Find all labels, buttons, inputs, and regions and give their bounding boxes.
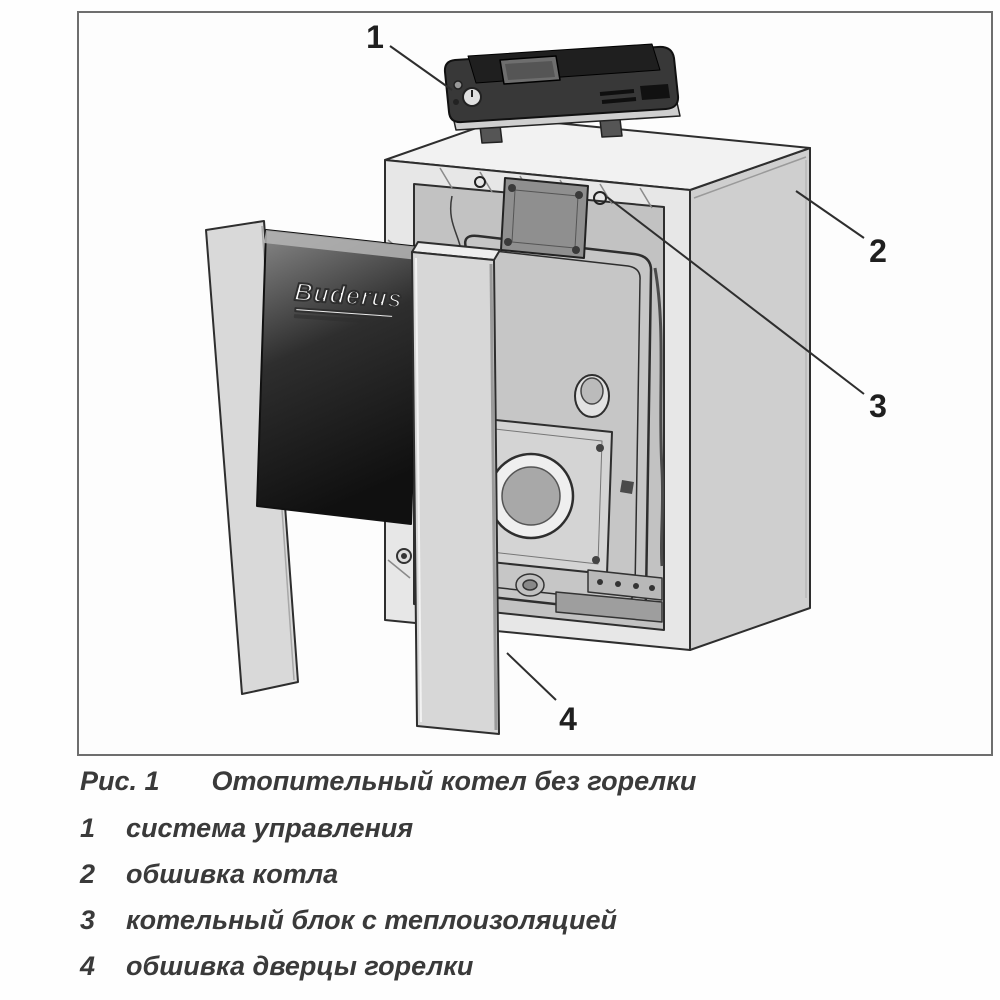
casing-side-panel — [689, 147, 811, 651]
legend-item-1-label: система управления — [126, 813, 414, 843]
callout-3-line — [606, 196, 865, 395]
brand-underline — [294, 307, 395, 319]
eye-bolt — [593, 191, 607, 205]
control-vents — [599, 89, 637, 104]
callout-4: 4 — [506, 652, 577, 737]
callout-2-number: 2 — [869, 233, 887, 269]
front-side-panel — [411, 241, 501, 735]
burner-opening — [487, 452, 575, 540]
legend-item-3-number: 3 — [80, 905, 96, 935]
callout-2-line — [795, 190, 865, 239]
callout-4-number: 4 — [559, 701, 577, 737]
figure-caption-text: Отопительный котел без горелки — [211, 766, 697, 796]
control-button — [453, 99, 459, 105]
legend-item-4-label: обшивка дверцы горелки — [126, 951, 474, 981]
legend-item-3: 3 котельный блок с теплоизоляцией — [80, 905, 960, 939]
figure-caption-prefix: Рис. 1 — [80, 766, 160, 796]
callout-1-line — [389, 45, 453, 91]
brand-subtext-line — [293, 314, 366, 323]
control-button — [453, 80, 463, 90]
legend-item-2: 2 обшивка котла — [80, 859, 960, 893]
control-knob — [462, 87, 482, 107]
control-unit — [443, 43, 681, 144]
legend-item-1-number: 1 — [80, 813, 96, 843]
boiler-illustration: Buderus — [205, 19, 887, 737]
door-casing-panels: Buderus — [205, 220, 501, 735]
eye-bolt — [474, 176, 486, 188]
figure-legend: 1 система управления 2 обшивка котла 3 к… — [80, 813, 960, 997]
control-display — [499, 55, 561, 85]
legend-item-4-number: 4 — [80, 951, 96, 981]
figure-caption: Рис. 1 Отопительный котел без горелки — [80, 766, 696, 797]
callout-1-number: 1 — [366, 19, 384, 55]
door-hinge — [396, 548, 412, 564]
legend-item-4: 4 обшивка дверцы горелки — [80, 951, 960, 985]
legend-item-3-label: котельный блок с теплоизоляцией — [126, 905, 617, 935]
legend-item-1: 1 система управления — [80, 813, 960, 847]
control-module-slot — [640, 84, 670, 100]
legend-item-2-label: обшивка котла — [126, 859, 339, 889]
callout-3-number: 3 — [869, 388, 887, 424]
legend-item-2-number: 2 — [80, 859, 96, 889]
boiler-block — [396, 176, 665, 623]
callout-2: 2 — [795, 190, 887, 269]
sensor-fitting — [620, 480, 634, 494]
sight-glass — [574, 374, 610, 418]
brand-front-panel: Buderus — [256, 229, 421, 525]
base-rails — [515, 569, 663, 623]
callout-3: 3 — [606, 196, 887, 424]
callout-4-line — [506, 652, 557, 701]
flue-cover-plate — [500, 177, 589, 259]
callout-1: 1 — [366, 19, 453, 91]
